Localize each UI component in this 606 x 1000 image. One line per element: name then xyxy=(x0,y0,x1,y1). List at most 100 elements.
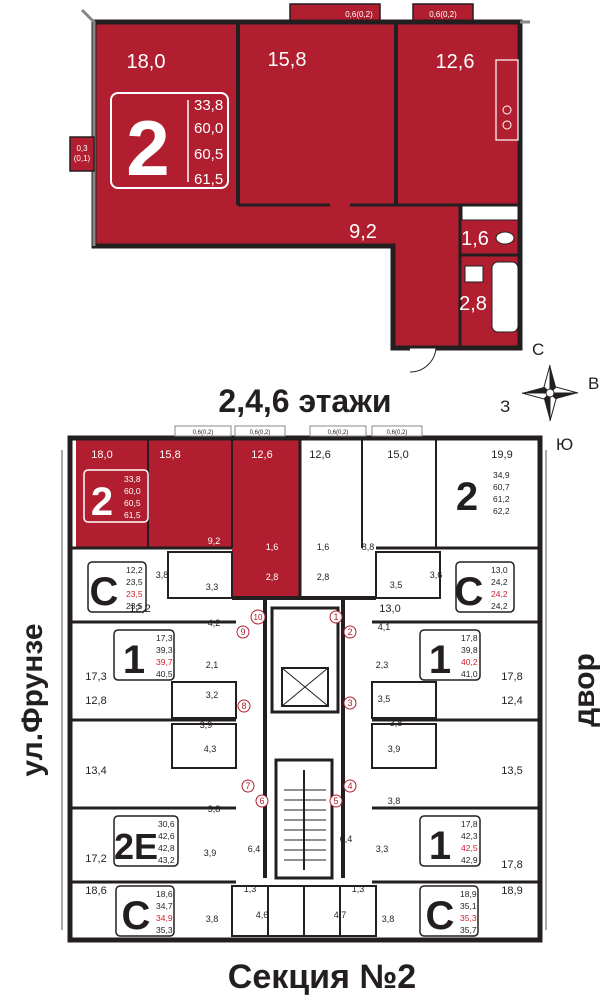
unit-6-area-b: 39,8 xyxy=(461,645,478,655)
unit-4-area-d: 24,2 xyxy=(491,601,508,611)
room-label: 3,3 xyxy=(206,582,219,592)
top-room-label-1: 18,0 xyxy=(127,51,166,73)
unit-2-area-a: 34,9 xyxy=(493,470,510,480)
unit-type-2: 2 xyxy=(456,475,478,519)
room-label: 3,8 xyxy=(382,914,395,924)
unit-type-9: С xyxy=(122,894,151,938)
room-label: 8,8 xyxy=(362,542,375,552)
unit-8-area-c: 42,5 xyxy=(461,843,478,853)
balcony-label: 0,6(0,2) xyxy=(387,430,408,436)
top-balcony-left-2: (0,1) xyxy=(74,154,91,163)
compass-west: З xyxy=(500,397,510,416)
room-label: 2,3 xyxy=(376,660,389,670)
section-plan xyxy=(61,425,547,943)
unit-10-area-d: 35,7 xyxy=(460,925,477,935)
room-label: 2,8 xyxy=(317,572,330,582)
room-label: 3,8 xyxy=(156,570,169,580)
top-unit-area-living: 33,8 xyxy=(194,97,223,114)
top-balcony-top-2: 0,6(0,2) xyxy=(429,10,457,19)
room-label: 17,2 xyxy=(85,853,106,865)
unit-7-area-a: 30,6 xyxy=(158,819,175,829)
unit-9-area-c: 34,9 xyxy=(156,913,173,923)
apartment-number: 7 xyxy=(245,781,250,791)
street-label: ул.Фрунзе xyxy=(16,623,49,776)
unit-type-3: С xyxy=(90,570,119,614)
apartment-number: 8 xyxy=(241,701,246,711)
room-label: 3,9 xyxy=(200,720,213,730)
room-label: 12,2 xyxy=(129,603,150,615)
room-label: 18,0 xyxy=(91,449,112,461)
room-label: 18,6 xyxy=(85,885,106,897)
unit-1-area-a: 33,8 xyxy=(124,474,141,484)
room-label: 18,9 xyxy=(501,885,522,897)
yard-label: двор xyxy=(568,653,601,727)
room-label: 3,8 xyxy=(388,796,401,806)
unit-9-area-d: 35,3 xyxy=(156,925,173,935)
room-label: 15,8 xyxy=(159,449,180,461)
top-balcony-top-1: 0,6(0,2) xyxy=(345,10,373,19)
apartment-number: 2 xyxy=(347,627,352,637)
apartment-number: 9 xyxy=(240,627,245,637)
unit-10-area-b: 35,1 xyxy=(460,901,477,911)
room-label: 12,6 xyxy=(251,449,272,461)
room-label: 3,8 xyxy=(390,718,403,728)
unit-type-5: 1 xyxy=(123,638,145,682)
room-label: 1,3 xyxy=(244,884,257,894)
unit-4-area-c: 24,2 xyxy=(491,589,508,599)
apartment-number: 1 xyxy=(333,612,338,622)
room-label: 3,5 xyxy=(390,580,403,590)
room-label: 2,1 xyxy=(206,660,219,670)
compass-rose xyxy=(521,364,579,422)
room-label: 3,3 xyxy=(376,844,389,854)
unit-5-area-c: 39,7 xyxy=(156,657,173,667)
apartment-number: 6 xyxy=(259,796,264,806)
unit-7-area-d: 43,2 xyxy=(158,855,175,865)
unit-4-area-b: 24,2 xyxy=(491,577,508,587)
unit-3-area-c: 23,5 xyxy=(126,589,143,599)
unit-type-10: С xyxy=(426,894,455,938)
room-label: 3,5 xyxy=(378,694,391,704)
room-label: 1,3 xyxy=(352,884,365,894)
unit-2-area-c: 61,2 xyxy=(493,494,510,504)
apartment-number: 10 xyxy=(254,613,263,622)
room-label: 17,3 xyxy=(85,671,106,683)
apartment-number: 5 xyxy=(333,796,338,806)
room-label: 4,7 xyxy=(334,910,347,920)
unit-8-area-b: 42,3 xyxy=(461,831,478,841)
unit-9-area-a: 18,6 xyxy=(156,889,173,899)
room-label: 3,9 xyxy=(204,848,217,858)
unit-10-area-a: 18,9 xyxy=(460,889,477,899)
unit-3-area-b: 23,5 xyxy=(126,577,143,587)
top-room-label-hall: 9,2 xyxy=(349,221,377,243)
unit-9-area-b: 34,7 xyxy=(156,901,173,911)
unit-8-area-d: 42,9 xyxy=(461,855,478,865)
unit-4-area-a: 13,0 xyxy=(491,565,508,575)
balcony-label: 0,6(0,2) xyxy=(328,430,349,436)
room-label: 1,6 xyxy=(266,542,279,552)
unit-type-8: 1 xyxy=(429,824,451,868)
unit-6-area-c: 40,2 xyxy=(461,657,478,667)
top-unit-area-full: 61,5 xyxy=(194,171,223,188)
unit-7-area-b: 42,6 xyxy=(158,831,175,841)
room-label: 13,4 xyxy=(85,765,106,777)
room-label: 3,9 xyxy=(388,744,401,754)
compass-north: С xyxy=(532,340,544,359)
room-label: 3,8 xyxy=(206,914,219,924)
top-balcony-left-1: 0,3 xyxy=(76,144,88,153)
room-label: 12,4 xyxy=(501,695,522,707)
top-unit-plan xyxy=(69,3,530,373)
room-label: 17,8 xyxy=(501,671,522,683)
top-room-label-wc: 1,6 xyxy=(461,228,489,250)
floors-title: 2,4,6 этажи xyxy=(218,383,391,419)
top-unit-area-total-loggia: 60,5 xyxy=(194,146,223,163)
unit-5-area-a: 17,3 xyxy=(156,633,173,643)
unit-2-area-d: 62,2 xyxy=(493,506,510,516)
unit-type-7: 2Е xyxy=(114,826,158,867)
balcony-label: 0,6(0,2) xyxy=(193,430,214,436)
unit-5-area-b: 39,3 xyxy=(156,645,173,655)
unit-2-area-b: 60,7 xyxy=(493,482,510,492)
unit-8-area-a: 17,8 xyxy=(461,819,478,829)
room-label: 4,1 xyxy=(378,622,391,632)
unit-type-6: 1 xyxy=(429,638,451,682)
